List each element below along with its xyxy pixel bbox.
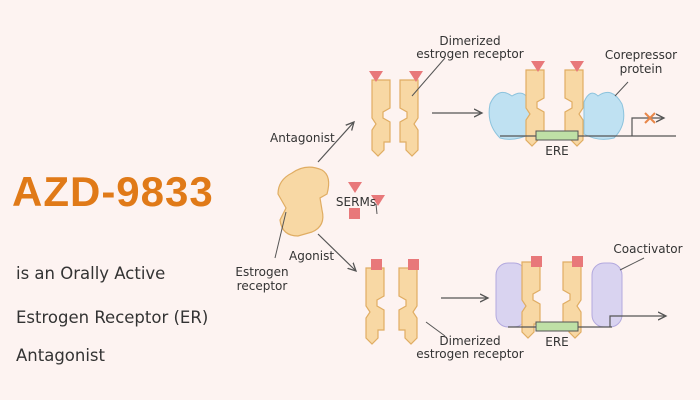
- x-mark-icon: [644, 112, 656, 124]
- serms-label: SERMs: [336, 195, 376, 209]
- bottom-ere-element: [535, 321, 579, 332]
- subtitle-line-3: Antagonist: [16, 346, 106, 365]
- serm-ligands-icon: [348, 182, 385, 219]
- bottom-dimer-ligand-icons: [371, 259, 419, 270]
- dimer-bottom-label-1: Dimerized: [439, 334, 500, 348]
- bottom-ere-label: ERE: [545, 335, 569, 349]
- antagonist-arrow: [317, 122, 354, 163]
- top-transcription-arrow: [631, 118, 664, 136]
- page-title: AZD-9833: [12, 168, 214, 215]
- dimer-top-label-2: estrogen receptor: [416, 47, 523, 61]
- coactivator-label: Coactivator: [613, 242, 682, 256]
- agonist-label: Agonist: [289, 249, 334, 263]
- top-dimerized-receptor: [371, 79, 419, 157]
- bottom-transcription-arrow: [609, 316, 666, 327]
- subtitle-line-1: is an Orally Active: [16, 264, 166, 283]
- estrogen-receptor-shape: [277, 166, 330, 237]
- top-ere-label: ERE: [545, 144, 569, 158]
- corepressor-complex: [488, 61, 625, 147]
- corepressor-label-1: Corepressor: [605, 48, 677, 62]
- top-ere-element: [535, 130, 579, 141]
- estrogen-receptor-label-2: receptor: [237, 279, 288, 293]
- antagonist-label: Antagonist: [270, 131, 335, 145]
- dimer-top-label-1: Dimerized: [439, 34, 500, 48]
- bottom-dimerized-receptor: [365, 267, 418, 345]
- dimer-bottom-label-2: estrogen receptor: [416, 347, 523, 361]
- leader-lines: [274, 57, 645, 337]
- estrogen-receptor-label-1: Estrogen: [235, 265, 288, 279]
- agonist-arrow: [317, 233, 356, 271]
- subtitle-line-2: Estrogen Receptor (ER): [16, 308, 209, 327]
- corepressor-label-2: protein: [620, 62, 663, 76]
